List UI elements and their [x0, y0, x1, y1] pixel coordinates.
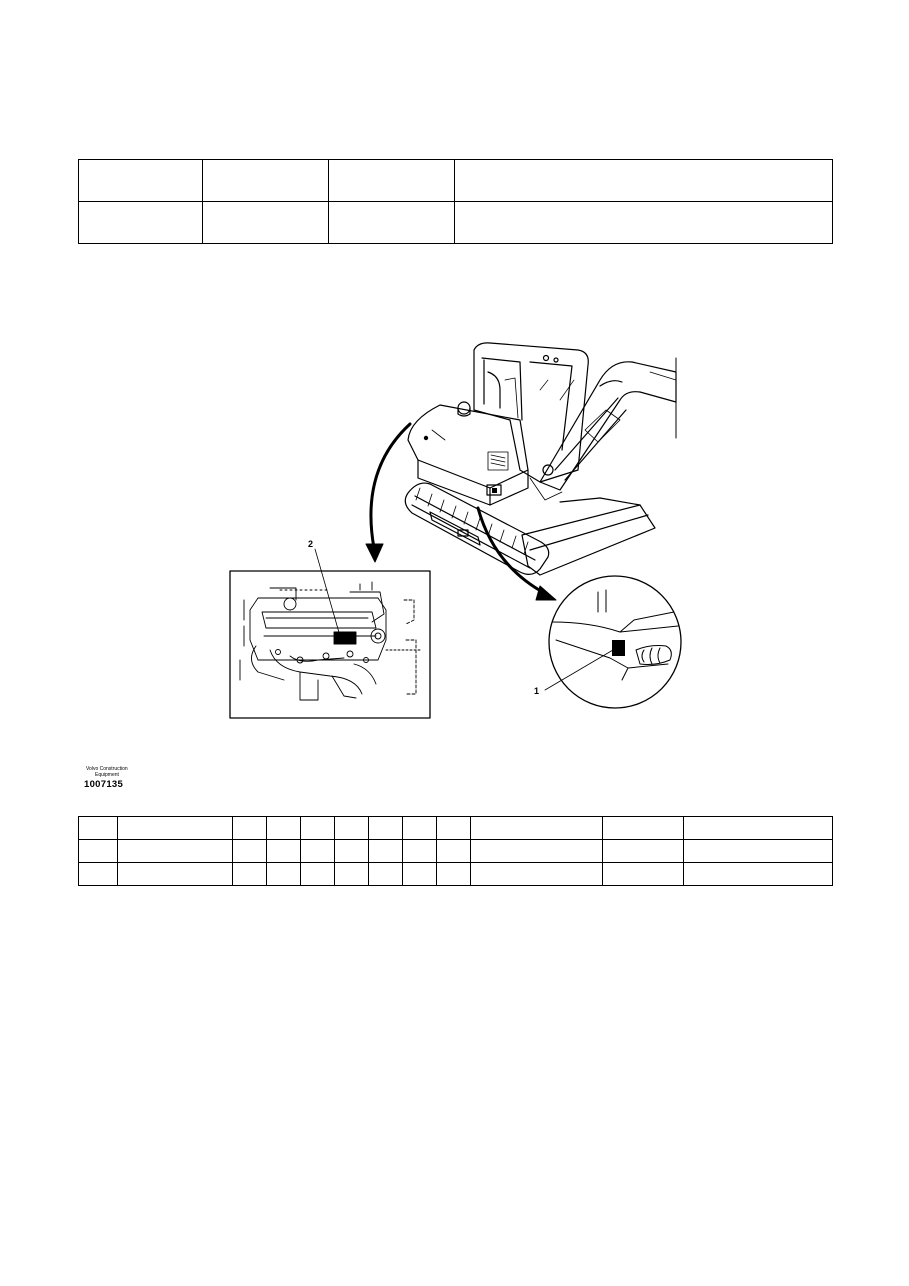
detail-arrows	[365, 422, 557, 601]
table-cell	[368, 862, 403, 886]
header-info-table	[78, 159, 833, 244]
table-cell	[602, 816, 684, 840]
table-row	[78, 201, 833, 244]
table-row	[78, 816, 833, 840]
table-cell	[436, 862, 471, 886]
table-cell	[232, 839, 267, 863]
table-cell	[454, 201, 833, 244]
callout-1-label: 1	[534, 686, 539, 696]
excavator-illustration: 2 1	[229, 342, 682, 719]
table-cell	[683, 862, 833, 886]
table-cell	[436, 816, 471, 840]
table-cell	[232, 816, 267, 840]
table-cell	[266, 839, 301, 863]
table-cell	[202, 159, 329, 202]
table-cell	[78, 201, 203, 244]
table-cell	[602, 839, 684, 863]
table-cell	[402, 862, 437, 886]
table-cell	[683, 839, 833, 863]
table-cell	[117, 839, 233, 863]
table-cell	[683, 816, 833, 840]
table-cell	[78, 862, 118, 886]
figure-number: 1007135	[84, 779, 124, 790]
table-cell	[368, 816, 403, 840]
table-cell	[117, 816, 233, 840]
table-cell	[602, 862, 684, 886]
table-cell	[454, 159, 833, 202]
table-row	[78, 862, 833, 886]
table-cell	[436, 839, 471, 863]
table-cell	[266, 862, 301, 886]
engine-detail-view	[229, 548, 431, 719]
table-cell	[202, 201, 329, 244]
table-cell	[78, 159, 203, 202]
table-cell	[328, 201, 455, 244]
plate-detail-view	[544, 575, 682, 709]
table-cell	[470, 839, 603, 863]
table-cell	[334, 816, 369, 840]
table-cell	[78, 816, 118, 840]
table-cell	[402, 816, 437, 840]
table-cell	[334, 839, 369, 863]
table-cell	[402, 839, 437, 863]
table-cell	[266, 816, 301, 840]
brand-name: Volvo Construction	[86, 766, 128, 772]
figure-caption: Volvo Construction Equipment 1007135	[84, 766, 144, 790]
table-row	[78, 839, 833, 863]
table-cell	[300, 862, 335, 886]
brand-subname: Equipment	[95, 772, 119, 778]
table-cell	[117, 862, 233, 886]
callout-2-label: 2	[308, 539, 313, 549]
table-cell	[328, 159, 455, 202]
table-cell	[232, 862, 267, 886]
table-row	[78, 159, 833, 202]
parts-list-table	[78, 816, 833, 886]
table-cell	[470, 862, 603, 886]
excavator-drawing	[404, 342, 677, 576]
table-cell	[78, 839, 118, 863]
product-plate	[612, 640, 625, 656]
table-cell	[300, 839, 335, 863]
table-cell	[470, 816, 603, 840]
table-cell	[300, 816, 335, 840]
table-cell	[334, 862, 369, 886]
table-cell	[368, 839, 403, 863]
